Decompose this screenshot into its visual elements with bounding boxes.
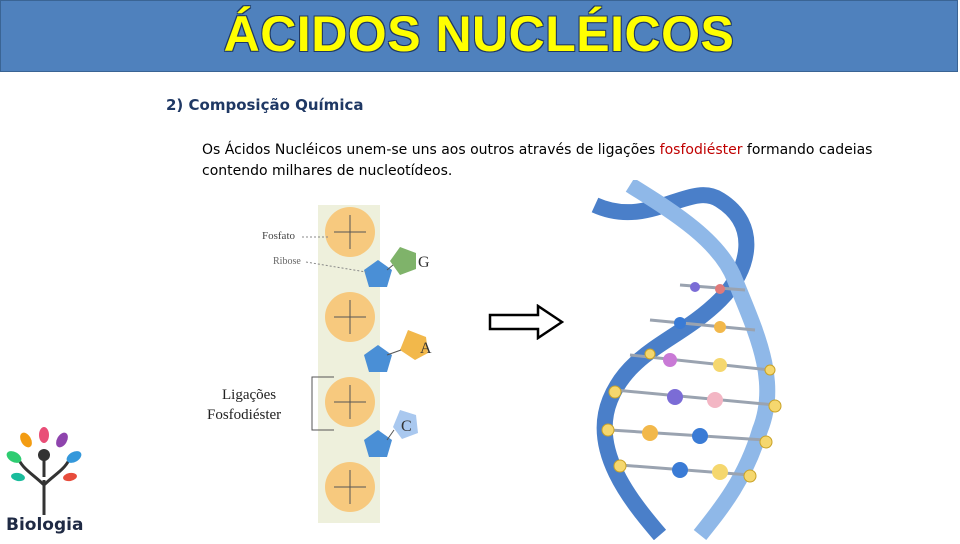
nucleotide-chain-diagram: G A C — [250, 205, 450, 525]
ribose-1 — [364, 260, 392, 287]
right-arrow-icon — [488, 303, 565, 344]
base-a-label: A — [420, 340, 432, 357]
biologia-logo — [4, 425, 84, 540]
base-c-shape — [393, 410, 418, 439]
logo-text: Biologia — [6, 515, 84, 535]
helix-phosphates — [601, 348, 782, 483]
helix-bases — [642, 282, 728, 480]
ribose-3 — [364, 430, 392, 457]
paragraph-text-end: formando cadeias contendo milhares de nu… — [202, 142, 873, 179]
helix-strand-2 — [625, 178, 776, 540]
label-ligacoes: Ligações — [222, 387, 277, 403]
section-heading: 2) Composição Química — [166, 96, 364, 114]
ribose-2 — [364, 345, 392, 372]
label-fosfodiester: Fosfodiéster — [207, 407, 282, 423]
base-g-shape — [390, 247, 416, 275]
body-paragraph: Os Ácidos Nucléicos unem-se uns aos outr… — [202, 140, 942, 182]
base-g-label: G — [418, 254, 430, 271]
chain-svg: G A C — [302, 205, 432, 523]
paragraph-text-start: Os Ácidos Nucléicos unem-se uns aos outr… — [202, 142, 660, 158]
label-ribose: Ribose — [273, 256, 301, 267]
paragraph-highlight: fosfodiéster — [659, 142, 743, 158]
base-c-label: C — [401, 418, 412, 435]
slide-title: ÁCIDOS NUCLÉICOS — [223, 6, 735, 62]
title-bar: ÁCIDOS NUCLÉICOS — [0, 0, 958, 72]
dna-helix-image — [570, 178, 800, 541]
helix-strand-1 — [591, 187, 755, 541]
base-a-shape — [400, 330, 428, 360]
label-fosfato: Fosfato — [262, 230, 295, 242]
